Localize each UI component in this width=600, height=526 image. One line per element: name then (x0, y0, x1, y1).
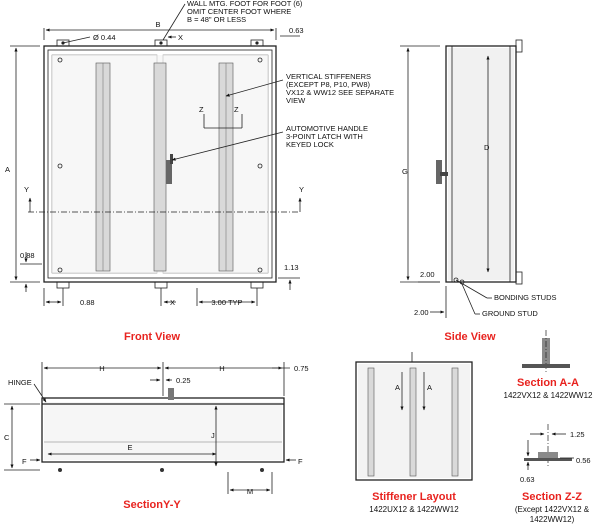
dim-h-right: H (219, 364, 224, 373)
front-view-title: Front View (124, 331, 180, 343)
note-bonding-studs: BONDING STUDS (494, 293, 557, 302)
dim-h-left: H (99, 364, 104, 373)
section-yy: H H 0.25 0.75 HINGE C E J F F M SectionY… (4, 362, 309, 511)
note-foot-line1: WALL MTG. FOOT FOR FOOT (6) (187, 0, 303, 8)
dim-z-left: Z (199, 105, 204, 114)
section-zz-subtitle-line2: 1422WW12) (530, 515, 575, 524)
dim-056: 0.56 (576, 456, 591, 465)
section-yy-title: SectionY-Y (123, 499, 181, 511)
note-hinge: HINGE (8, 378, 32, 387)
front-view: B Ø 0.44 X 0.63 WALL MTG. FOOT FOR FOOT … (5, 0, 394, 343)
dim-x-bottom: X (170, 298, 175, 307)
dim-z-right: Z (234, 105, 239, 114)
note-stiffeners-line2: (EXCEPT P8, P10, PW8) (286, 80, 371, 89)
dim-d: D (484, 143, 490, 152)
note-handle-line3: KEYED LOCK (286, 140, 334, 149)
dim-f-right: F (298, 457, 303, 466)
note-stiffeners-line4: VIEW (286, 96, 306, 105)
dim-088-bottom: 0.88 (80, 298, 95, 307)
side-view-title: Side View (444, 331, 496, 343)
dim-125: 1.25 (570, 430, 585, 439)
dim-063-zz: 0.63 (520, 475, 535, 484)
dim-113: 1.13 (284, 263, 299, 272)
dim-m: M (247, 487, 253, 496)
stiffener-layout-subtitle: 1422UX12 & 1422WW12 (369, 505, 459, 514)
stiffener-layout: A A Stiffener Layout 1422UX12 & 1422WW12 (355, 352, 473, 514)
note-handle-line1: AUTOMOTIVE HANDLE (286, 124, 368, 133)
dim-200-a: 2.00 (420, 270, 435, 279)
dim-025: 0.25 (176, 376, 191, 385)
dim-x-top: X (178, 33, 183, 42)
dim-f-left: F (22, 457, 27, 466)
dim-hole-diameter: Ø 0.44 (93, 33, 116, 42)
dim-j: J (211, 431, 215, 440)
dim-g: G (402, 167, 408, 176)
dim-e: E (127, 443, 132, 452)
section-aa-title: Section A-A (517, 377, 579, 389)
section-aa-subtitle: 1422VX12 & 1422WW12 (504, 391, 593, 400)
note-foot-line3: B = 48" OR LESS (187, 15, 246, 24)
note-stiffeners-line1: VERTICAL STIFFENERS (286, 72, 371, 81)
note-handle-line2: 3-POINT LATCH WITH (286, 132, 363, 141)
stiffener-layout-title: Stiffener Layout (372, 491, 456, 503)
dim-a: A (5, 165, 10, 174)
dim-200-b: 2.00 (414, 308, 429, 317)
dim-063: 0.63 (289, 26, 304, 35)
dim-075: 0.75 (294, 364, 309, 373)
note-ground-stud: GROUND STUD (482, 309, 538, 318)
section-aa: Section A-A 1422VX12 & 1422WW12 (504, 330, 593, 400)
section-zz: 1.25 0.56 0.63 Section Z-Z (Except 1422V… (515, 424, 591, 524)
dim-y-left: Y (24, 185, 29, 194)
side-view: G D 2.00 2.00 BONDING STUDS GROUND STUD … (400, 39, 557, 343)
dim-088-side: 0.88 (20, 251, 35, 260)
section-zz-title: Section Z-Z (522, 491, 582, 503)
dim-y-right: Y (299, 185, 304, 194)
section-zz-subtitle-line1: (Except 1422VX12 & (515, 505, 590, 514)
dim-b: B (155, 20, 160, 29)
dim-a-right: A (427, 383, 432, 392)
dim-c: C (4, 433, 10, 442)
dim-a-left: A (395, 383, 400, 392)
dim-300-typ: 3.00 TYP (211, 298, 242, 307)
note-stiffeners-line3: VX12 & WW12 SEE SEPARATE (286, 88, 394, 97)
note-foot-line2: OMIT CENTER FOOT WHERE (187, 7, 291, 16)
